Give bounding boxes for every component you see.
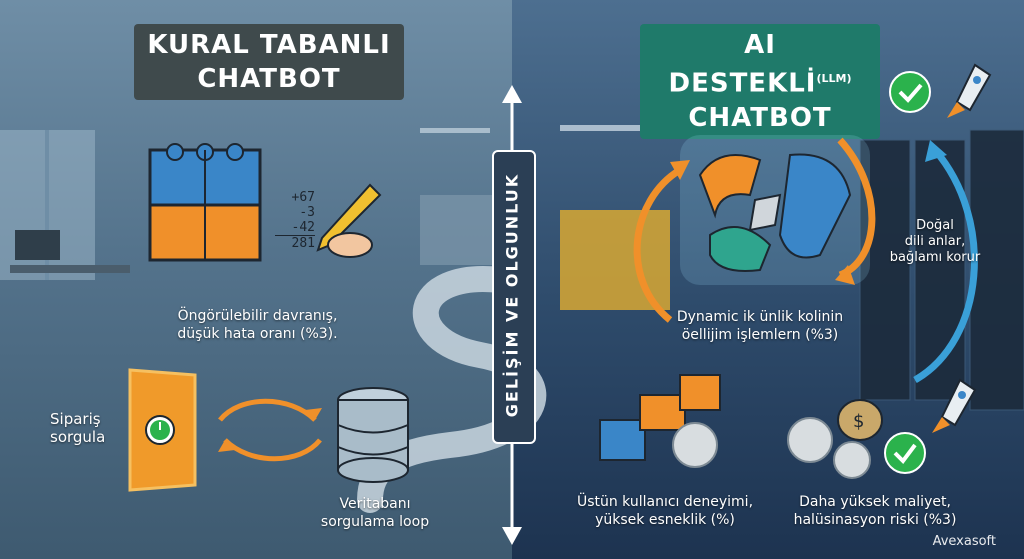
cycle-arrows-icon xyxy=(633,137,876,323)
check-icon xyxy=(884,432,926,474)
right-side-line2: dili anlar, xyxy=(904,234,966,249)
money-bag-icon: $ xyxy=(837,399,883,441)
right-side-line1: Doğal xyxy=(916,218,954,233)
right-side-line3: bağlamı korur xyxy=(889,250,981,265)
axis-label: GELİŞİM VE OLGUNLUK xyxy=(502,172,522,418)
right-title-sup: (LLM) xyxy=(816,72,852,85)
db-caption-line1: Veritabanı xyxy=(339,496,411,512)
br-line2: halüsinasyon riski (%3) xyxy=(793,512,957,528)
bricks-paper-icon xyxy=(599,374,721,468)
left-caption-top-line1: Öngörülebilir davranış, xyxy=(177,308,338,324)
rocket-icon xyxy=(947,63,992,118)
right-title-line1: AI DESTEKLİ xyxy=(668,30,817,99)
br-line1: Daha yüksek maliyet, xyxy=(799,494,951,510)
blue-return-arrow xyxy=(913,140,978,384)
right-bottom-right-caption: Daha yüksek maliyet, halüsinasyon riski … xyxy=(775,493,975,529)
math-line: -42 xyxy=(291,220,315,235)
left-caption-top: Öngörülebilir davranış, düşük hata oranı… xyxy=(150,307,365,343)
right-mid-caption: Dynamic ik ünlik kolinin öellijim işleml… xyxy=(650,308,870,344)
pencil-hand-icon xyxy=(316,183,382,258)
lego-blocks-icon xyxy=(148,143,262,262)
order-query-line1: Sipariş xyxy=(50,410,101,428)
database-icon xyxy=(337,387,409,483)
svg-text:$: $ xyxy=(853,411,864,432)
left-title-line2: CHATBOT xyxy=(197,64,341,94)
left-caption-top-line2: düşük hata oranı (%3). xyxy=(177,326,338,342)
right-mid-line1: Dynamic ik ünlik kolinin xyxy=(676,309,844,325)
order-query-panel xyxy=(128,368,197,492)
ai-puzzle-icon xyxy=(680,135,870,285)
math-line: 281 xyxy=(275,235,315,251)
order-query-line2: sorgula xyxy=(50,428,106,446)
math-calculation: +67 -3 -42 281 xyxy=(275,190,315,251)
rocket-icon xyxy=(932,378,977,433)
order-query-label: Sipariş sorgula xyxy=(50,410,140,446)
top-status-icons xyxy=(889,63,992,118)
bl-line2: yüksek esneklik (%) xyxy=(595,512,735,528)
axis-label-box xyxy=(492,150,536,444)
math-line: -3 xyxy=(299,205,315,220)
db-caption: Veritabanı sorgulama loop xyxy=(300,495,450,531)
left-title-line1: KURAL TABANLI xyxy=(147,30,391,60)
db-caption-line2: sorgulama loop xyxy=(320,514,430,530)
math-line: +67 xyxy=(291,190,315,205)
check-icon xyxy=(889,71,931,113)
left-title: KURAL TABANLI CHATBOT xyxy=(134,24,404,100)
loop-arrows-icon xyxy=(218,398,322,462)
right-mid-line2: öellijim işlemlern (%3) xyxy=(681,327,839,343)
right-title: AI DESTEKLİ(LLM) CHATBOT xyxy=(640,24,880,139)
cost-risk-icons: $ xyxy=(787,378,977,479)
right-title-line2: CHATBOT xyxy=(688,102,832,133)
right-bottom-left-caption: Üstün kullanıcı deneyimi, yüksek esnekli… xyxy=(555,493,775,529)
brand-logo: Avexasoft xyxy=(932,534,996,549)
right-side-caption: Doğal dili anlar, bağlamı korur xyxy=(880,218,990,266)
bl-line1: Üstün kullanıcı deneyimi, xyxy=(576,494,754,510)
